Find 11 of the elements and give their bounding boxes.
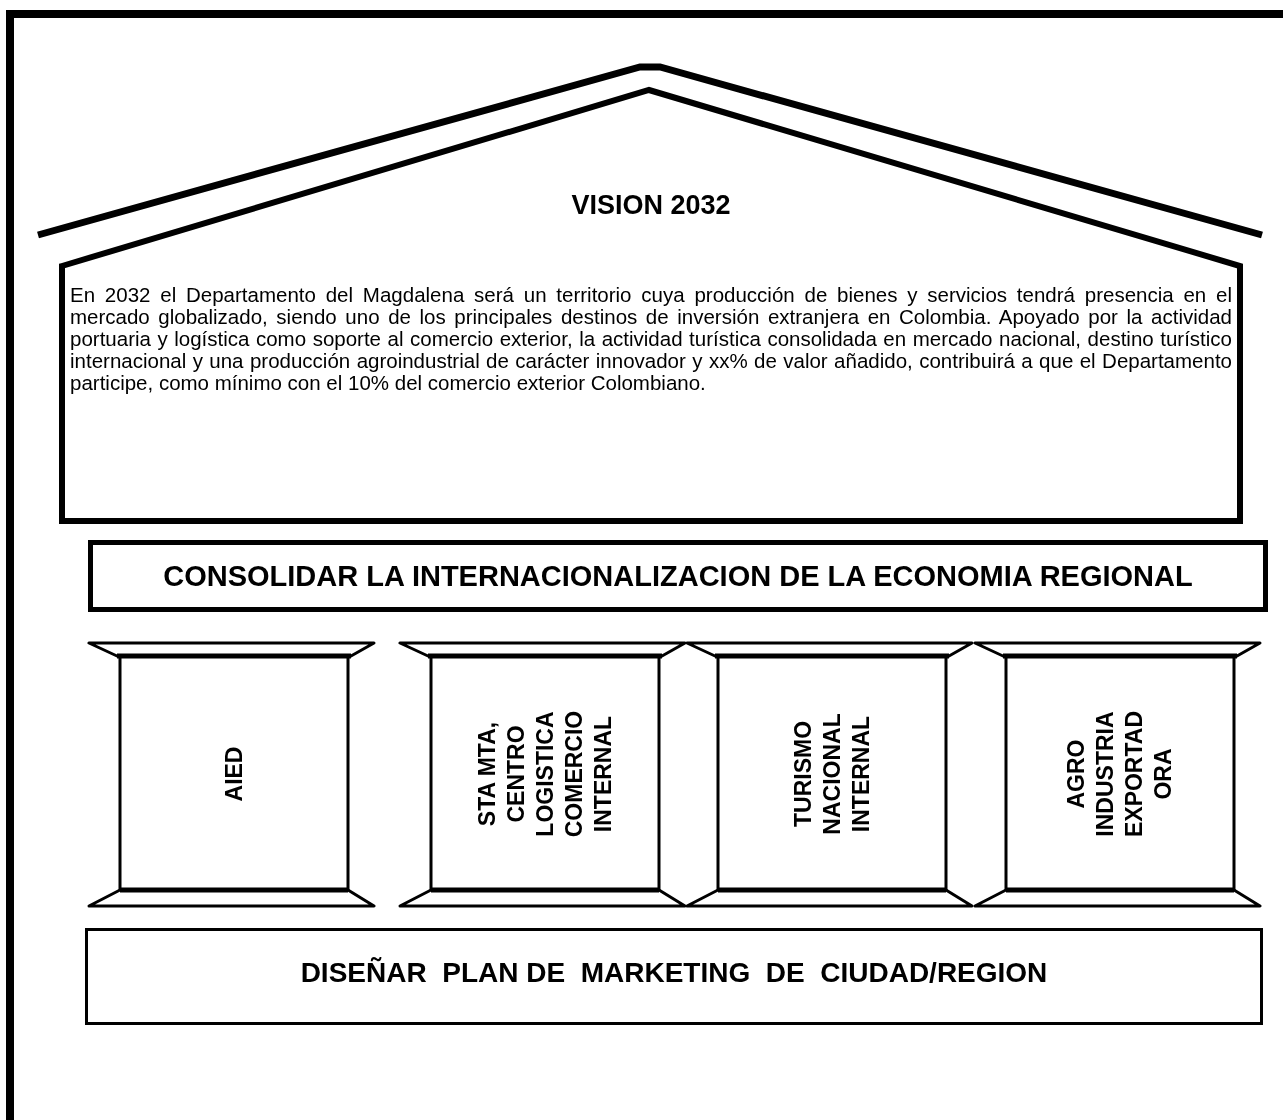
- pillar-label: AGRO INDUSTRIA EXPORTADORA: [1062, 709, 1177, 840]
- banner-text: CONSOLIDAR LA INTERNACIONALIZACION DE LA ECONOMIA REGIONAL: [163, 559, 1193, 593]
- house-outline: [58, 86, 1244, 524]
- pillar-label: TURISMO NACIONAL INTERNAL: [788, 712, 875, 837]
- plan-box: [85, 928, 1263, 1025]
- pillar-label: STA MTA, CENTRO LOGISTICA COMERCIO INTERNAL: [472, 709, 617, 840]
- vision-paragraph: En 2032 el Departamento del Magdalena será un territorio cuya producción de bienes y servicios tendrá presencia en el mercado globalizado, siendo uno de los principales destinos de inversión extranjera en Colombia. Apoyado por la actividad portuaria y logística como soporte al comercio exterior, la actividad turística consolidada en mercado nacional, destino turístico internacional y una producción agroindustrial de carácter innovador y xx% de valor añadido, contribuirá a que el Departamento participe, como mínimo con el 10% del comercio exterior Colombiano.: [70, 284, 1232, 394]
- vision-title: VISION 2032: [571, 190, 731, 221]
- objective-banner: [88, 540, 1268, 612]
- pillar-label: AIED: [219, 745, 248, 804]
- plan-text: DISEÑAR PLAN DE MARKETING DE CIUDAD/REGION: [300, 956, 1048, 989]
